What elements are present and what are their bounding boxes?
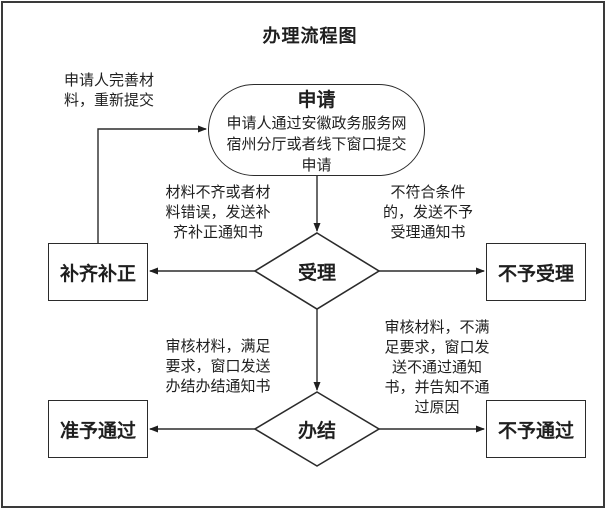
process-not-accept: 不予受理 xyxy=(486,243,586,301)
edge-label-resubmit: 申请人完善材 料，重新提交 xyxy=(64,72,155,109)
edge-label-to-approve: 审核材料，满足 要求，窗口发送 办结办结通知书 xyxy=(165,338,271,395)
process-not-approve: 不予通过 xyxy=(486,400,586,458)
apply-body: 申请人通过安徽政务服务网 宿州分厅或者线下窗口提交 申请 xyxy=(226,115,407,174)
process-approve: 准予通过 xyxy=(48,400,148,458)
decision-accept-shape xyxy=(253,232,381,310)
edge-label-to-supplement: 材料不齐或者材 料错误，发送补 齐补正通知书 xyxy=(165,184,271,241)
process-supplement: 补齐补正 xyxy=(48,243,148,301)
decision-complete-label: 办结 xyxy=(297,420,336,442)
process-not-approve-label: 不予通过 xyxy=(497,420,574,442)
decision-complete-shape xyxy=(253,391,381,467)
edge-label-to-not-accept: 不符合条件 的，发送不予 受理通知书 xyxy=(382,184,473,241)
process-not-accept-label: 不予受理 xyxy=(497,263,574,285)
process-supplement-label: 补齐补正 xyxy=(59,263,136,285)
edge-resubmit-arrow xyxy=(97,125,207,243)
edge-label-to-not-approve: 审核材料，不满 足要求，窗口发 送不通过通知 书，并告知不通 过原因 xyxy=(384,319,490,416)
diagram-title: 办理流程图 xyxy=(262,26,358,46)
apply-title: 申请 xyxy=(297,90,336,111)
terminator-apply: 申请 申请人通过安徽政务服务网 宿州分厅或者线下窗口提交 申请 xyxy=(208,84,425,176)
process-approve-label: 准予通过 xyxy=(59,420,136,442)
decision-accept-label: 受理 xyxy=(297,262,336,284)
